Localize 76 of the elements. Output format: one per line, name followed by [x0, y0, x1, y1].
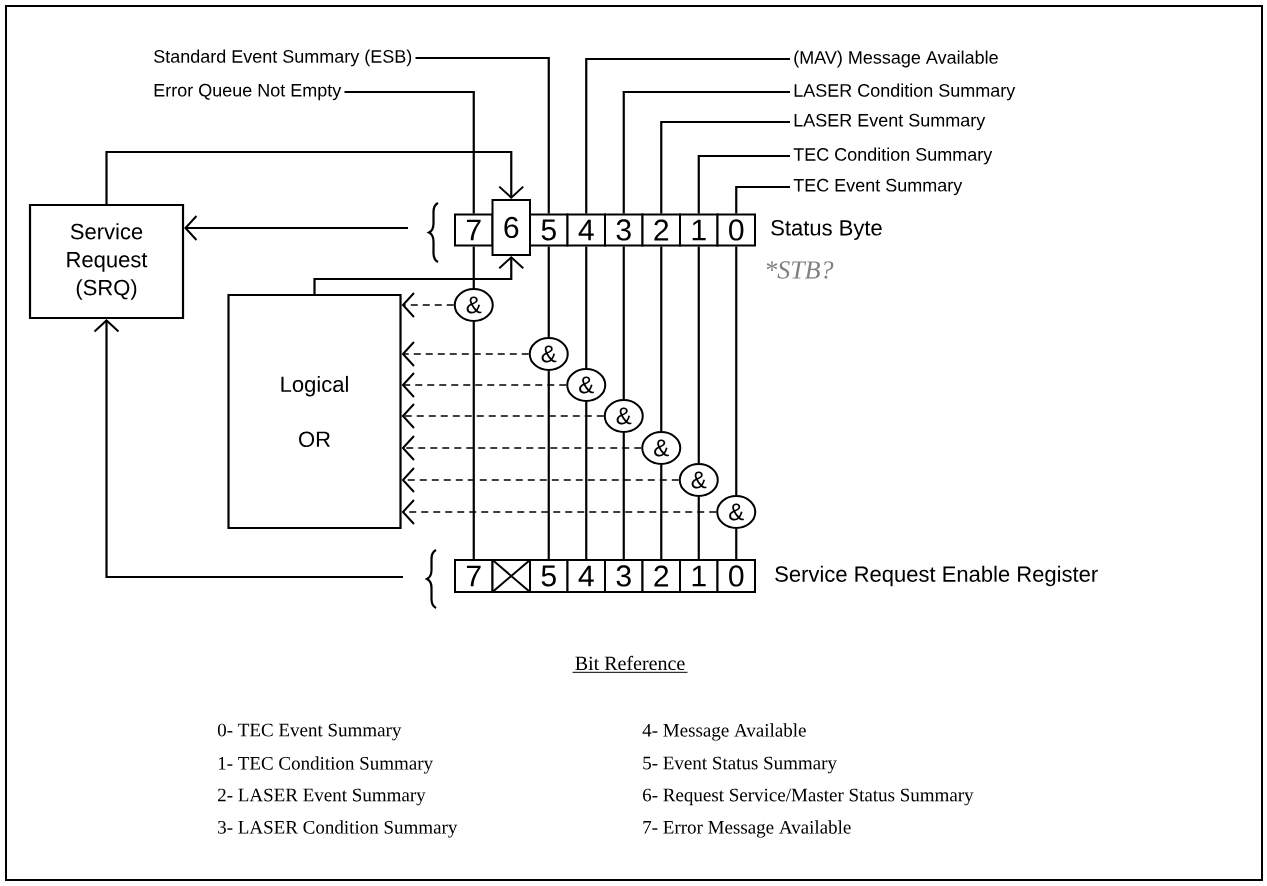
and-gate: & — [603, 399, 644, 433]
bit-cell: 5 — [529, 213, 569, 247]
signal-line — [472, 322, 475, 559]
signal-line — [660, 465, 663, 559]
signal-line — [344, 90, 475, 214]
signal-line — [622, 433, 625, 559]
list-item: 3- LASER Condition Summary — [218, 820, 458, 838]
signal-line — [547, 246, 550, 337]
signal-line — [735, 529, 738, 559]
list-item: 7- Error Message Available — [643, 820, 851, 838]
arrow — [105, 150, 525, 204]
bit-cell: 2 — [641, 559, 681, 593]
register-label: Status Byte — [771, 220, 882, 240]
bit-cell: 2 — [641, 213, 681, 247]
bit-cell: 6 — [491, 199, 531, 256]
bit-cell: 4 — [566, 213, 606, 247]
and-gate: & — [453, 288, 494, 322]
arrow — [401, 467, 680, 493]
bit-cell: 1 — [679, 559, 719, 593]
process-box: Service Request (SRQ) — [28, 203, 185, 320]
list-item: 0- TEC Event Summary — [217, 723, 402, 741]
arrow — [401, 292, 455, 318]
signal-line — [585, 402, 588, 559]
list-item: 1- TEC Condition Summary — [218, 756, 433, 774]
list-item: 6- Request Service/Master Status Summary — [643, 788, 974, 806]
signal-line — [697, 154, 790, 214]
list-item: 2- LASER Event Summary — [218, 788, 426, 806]
signal-line — [472, 246, 475, 288]
bit-cell: 7 — [454, 559, 494, 593]
signal-line — [415, 56, 550, 214]
list-item: 5- Event Status Summary — [643, 756, 837, 774]
arrow — [313, 256, 525, 294]
bit-cell: 5 — [529, 559, 569, 593]
signal-line — [547, 371, 550, 559]
signal-line — [622, 90, 790, 214]
signal-line — [660, 120, 790, 214]
arrow — [184, 215, 408, 241]
and-gate: & — [716, 495, 757, 529]
list-item: 4- Message Available — [642, 723, 806, 741]
signal-line — [622, 246, 625, 399]
bit-label: Standard Event Summary (ESB) — [154, 49, 412, 67]
bit-cell: 4 — [566, 559, 606, 593]
bit-label: Error Queue Not Empty — [154, 83, 342, 101]
signal-line — [697, 497, 700, 559]
handwritten-note: *STB? — [766, 261, 834, 279]
bit-label: (MAV) Message Available — [794, 50, 998, 68]
signal-line — [697, 246, 700, 463]
signal-line — [585, 57, 790, 214]
logic-box: Logical OR — [227, 293, 402, 530]
bit-cell: 0 — [716, 559, 756, 593]
and-gate: & — [678, 463, 719, 497]
bit-cell: 7 — [454, 213, 494, 247]
arrow — [401, 435, 642, 461]
arrow — [401, 372, 567, 398]
and-gate: & — [566, 368, 607, 402]
and-gate: & — [528, 337, 569, 371]
signal-line — [735, 246, 738, 495]
bit-cell: 1 — [679, 213, 719, 247]
and-gate: & — [641, 431, 682, 465]
bit-label: LASER Condition Summary — [794, 83, 1016, 101]
heading: Bit Reference — [572, 655, 688, 673]
bit-cell: 0 — [716, 213, 756, 247]
signal-line — [585, 246, 588, 368]
bit-cell: 3 — [604, 559, 644, 593]
signal-line — [660, 246, 663, 431]
arrow — [93, 319, 403, 579]
arrow — [401, 403, 605, 429]
arrow — [401, 341, 530, 367]
bit-label: TEC Event Summary — [793, 178, 963, 196]
signal-line — [735, 185, 790, 214]
bit-label: LASER Event Summary — [794, 113, 986, 131]
bit-cell: 3 — [604, 213, 644, 247]
arrow — [401, 499, 717, 525]
bit-cell — [491, 559, 531, 593]
bit-label: TEC Condition Summary — [793, 147, 993, 165]
register-label: Service Request Enable Register — [775, 565, 1098, 587]
